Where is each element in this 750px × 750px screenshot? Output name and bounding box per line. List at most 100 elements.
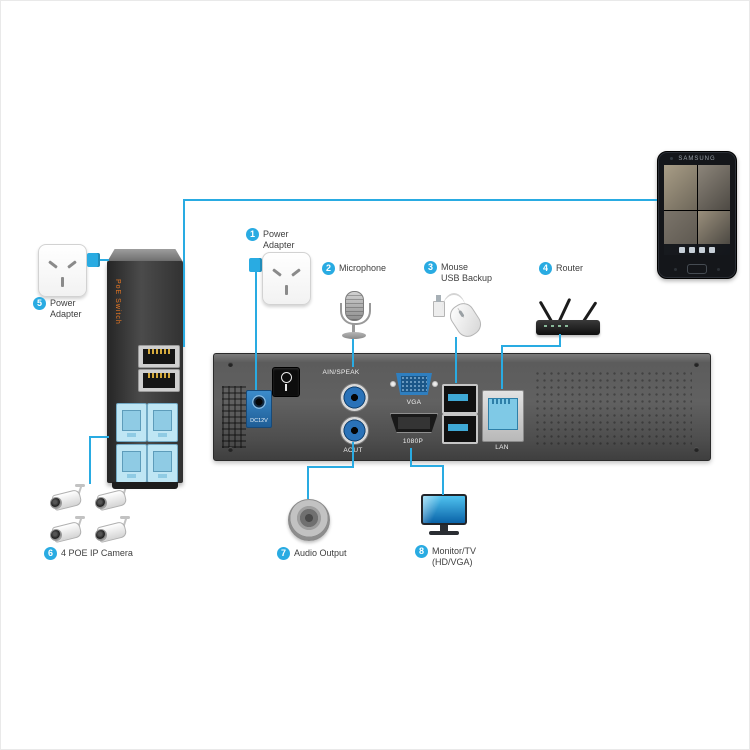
callout-router: 4 Router xyxy=(539,262,583,275)
vga-nut-icon xyxy=(390,381,396,387)
camera-feed-1 xyxy=(664,165,697,210)
badge-4: 4 xyxy=(539,262,552,275)
hdmi-label: 1080P xyxy=(402,438,424,445)
monitor-frame xyxy=(421,494,467,525)
camera-mount xyxy=(120,516,130,519)
badge-1: 1 xyxy=(246,228,259,241)
wire-switch-to-phone xyxy=(183,199,657,201)
mic-base xyxy=(342,332,366,339)
vga-nut-icon xyxy=(432,381,438,387)
outlet-slot xyxy=(61,277,64,287)
badge-6: 6 xyxy=(44,547,57,560)
phone-camera-icon xyxy=(670,157,673,160)
badge-5: 5 xyxy=(33,297,46,310)
wire-hdmi-seg2 xyxy=(410,465,444,467)
router-body xyxy=(536,320,600,335)
camera-mount xyxy=(75,484,85,487)
callout-mouse: 3 Mouse USB Backup xyxy=(424,261,492,284)
callout-label: Power Adapter xyxy=(263,229,295,250)
usb-port-2 xyxy=(442,414,478,444)
callout-label: Microphone xyxy=(339,263,387,273)
callout-label: Router xyxy=(556,263,584,273)
power-plug-icon-center xyxy=(249,258,262,272)
outlet-slot xyxy=(67,260,77,269)
wire-outlet-to-switch xyxy=(100,259,109,261)
lan-label: LAN xyxy=(495,444,509,451)
callout-label: Mouse USB Backup xyxy=(441,262,493,283)
poe-port-2 xyxy=(147,403,178,442)
nvr-rear-panel: DC12V AIN/SPEAK AOUT VGA 1080P LAN xyxy=(213,353,711,461)
camera-mount xyxy=(75,516,85,519)
callout-monitor: 8 Monitor/TV (HD/VGA) xyxy=(415,545,476,568)
toolbar-icon xyxy=(679,246,685,253)
outlet-slot xyxy=(272,268,282,277)
toolbar-icon xyxy=(689,246,695,253)
mic-stand xyxy=(352,323,355,333)
camera-lens xyxy=(50,529,62,541)
monitor-icon xyxy=(421,494,467,542)
wire-aout-to-speaker xyxy=(307,466,309,499)
screw-icon xyxy=(694,447,699,452)
rca-jack-audio-out xyxy=(340,416,369,445)
poe-port-1 xyxy=(116,403,147,442)
badge-2: 2 xyxy=(322,262,335,275)
outlet-slot xyxy=(48,260,58,269)
mouse-icon xyxy=(433,293,486,342)
microphone-icon xyxy=(337,291,371,339)
wire-switch-to-cameras xyxy=(89,436,91,484)
ip-camera-icon xyxy=(49,516,89,546)
callout-microphone: 2 Microphone xyxy=(322,262,386,275)
toolbar-icon xyxy=(699,246,705,253)
screw-icon xyxy=(228,447,233,452)
monitor-base xyxy=(429,531,459,535)
callout-power-adapter-top: 1 Power Adapter xyxy=(246,228,295,251)
ip-camera-group xyxy=(49,484,135,546)
callout-poe-camera: 6 4 POE IP Camera xyxy=(44,547,133,560)
power-switch xyxy=(272,367,300,397)
switch-brand-label: PoE Switch xyxy=(114,279,121,325)
badge-8: 8 xyxy=(415,545,428,558)
vga-label: VGA xyxy=(406,399,422,406)
callout-power-adapter-left: 5 Power Adapter xyxy=(33,297,82,320)
camera-lens xyxy=(50,497,62,509)
usb-port-1 xyxy=(442,384,478,414)
wire-hdmi-seg1 xyxy=(410,448,412,467)
power-outlet-icon-center xyxy=(262,252,311,305)
ip-camera-icon xyxy=(49,484,89,514)
poe-port-4 xyxy=(147,444,178,483)
rca-jack-audio-in xyxy=(340,383,369,412)
wire-aout-seg1 xyxy=(352,442,354,468)
camera-feed-2 xyxy=(697,165,730,210)
dc-port-label: DC12V xyxy=(250,418,268,424)
dc-jack-icon xyxy=(252,395,266,409)
wire-hdmi-to-monitor xyxy=(442,465,444,495)
screw-icon xyxy=(228,362,233,367)
ip-camera-icon xyxy=(94,516,134,546)
monitor-neck xyxy=(440,525,448,531)
lan-port xyxy=(482,390,524,442)
nvr-vent-grille xyxy=(222,386,246,448)
phone-home-button xyxy=(687,264,707,274)
wire-switch-uplink xyxy=(183,199,185,347)
wire-power-to-dc xyxy=(255,272,257,390)
speaker-icon xyxy=(288,499,330,541)
outlet-slot xyxy=(291,268,301,277)
switch-body: PoE Switch xyxy=(107,261,183,483)
wire-router-to-lan xyxy=(501,345,503,389)
outlet-slot xyxy=(285,285,288,295)
wire-mic-to-ain xyxy=(352,339,354,367)
callout-label: 4 POE IP Camera xyxy=(61,548,133,558)
mouse-cable xyxy=(442,293,466,311)
wire-mouse-to-usb xyxy=(455,337,457,383)
uplink-port-2 xyxy=(138,369,180,392)
ain-speak-label: AIN/SPEAK xyxy=(322,369,360,376)
poe-port-3 xyxy=(116,444,147,483)
camera-lens xyxy=(95,529,107,541)
wire-router-seg2 xyxy=(501,345,561,347)
toolbar-icon xyxy=(709,246,715,253)
uplink-port-1 xyxy=(138,345,180,368)
phone-menu-key xyxy=(674,268,677,271)
wire-router-seg1 xyxy=(559,334,561,347)
phone-app-toolbar xyxy=(664,244,730,255)
